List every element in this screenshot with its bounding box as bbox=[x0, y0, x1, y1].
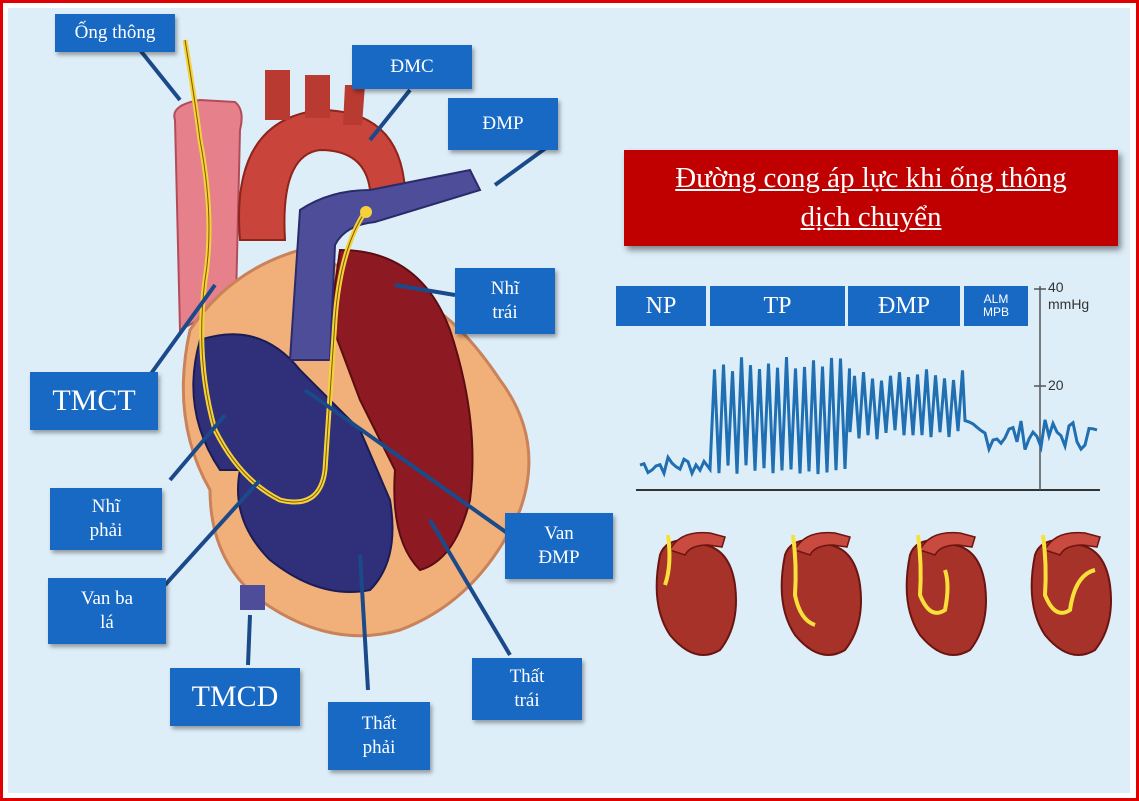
phase-np: NP bbox=[616, 286, 706, 326]
heart-thumbnail-4 bbox=[1032, 533, 1111, 655]
heart-thumbnail-3 bbox=[907, 533, 986, 655]
phase-tp: TP bbox=[710, 286, 845, 326]
pressure-trace bbox=[640, 357, 1097, 474]
heart-thumbnail-2 bbox=[782, 533, 861, 655]
tick-label-40: 40 bbox=[1048, 279, 1064, 295]
tick-label-20: 20 bbox=[1048, 377, 1064, 393]
label-catheter: Ống thông bbox=[55, 14, 175, 52]
chart-title-banner: Đường cong áp lực khi ống thông dịch chu… bbox=[624, 150, 1118, 246]
title-line-2: dịch chuyển bbox=[624, 198, 1118, 237]
axis-unit: mmHg bbox=[1048, 296, 1089, 312]
phase-dmp: ĐMP bbox=[848, 286, 960, 326]
title-line-1: Đường cong áp lực khi ống thông bbox=[624, 159, 1118, 198]
label-ivc: TMCD bbox=[170, 668, 300, 726]
label-aorta: ĐMC bbox=[352, 45, 472, 89]
heart-thumbnail-1 bbox=[657, 533, 736, 655]
label-pulmonary-artery: ĐMP bbox=[448, 98, 558, 150]
label-svc: TMCT bbox=[30, 372, 158, 430]
catheter-position-thumbnails bbox=[657, 533, 1111, 655]
inferior-vena-cava bbox=[240, 585, 265, 610]
catheter-tip bbox=[360, 206, 372, 218]
